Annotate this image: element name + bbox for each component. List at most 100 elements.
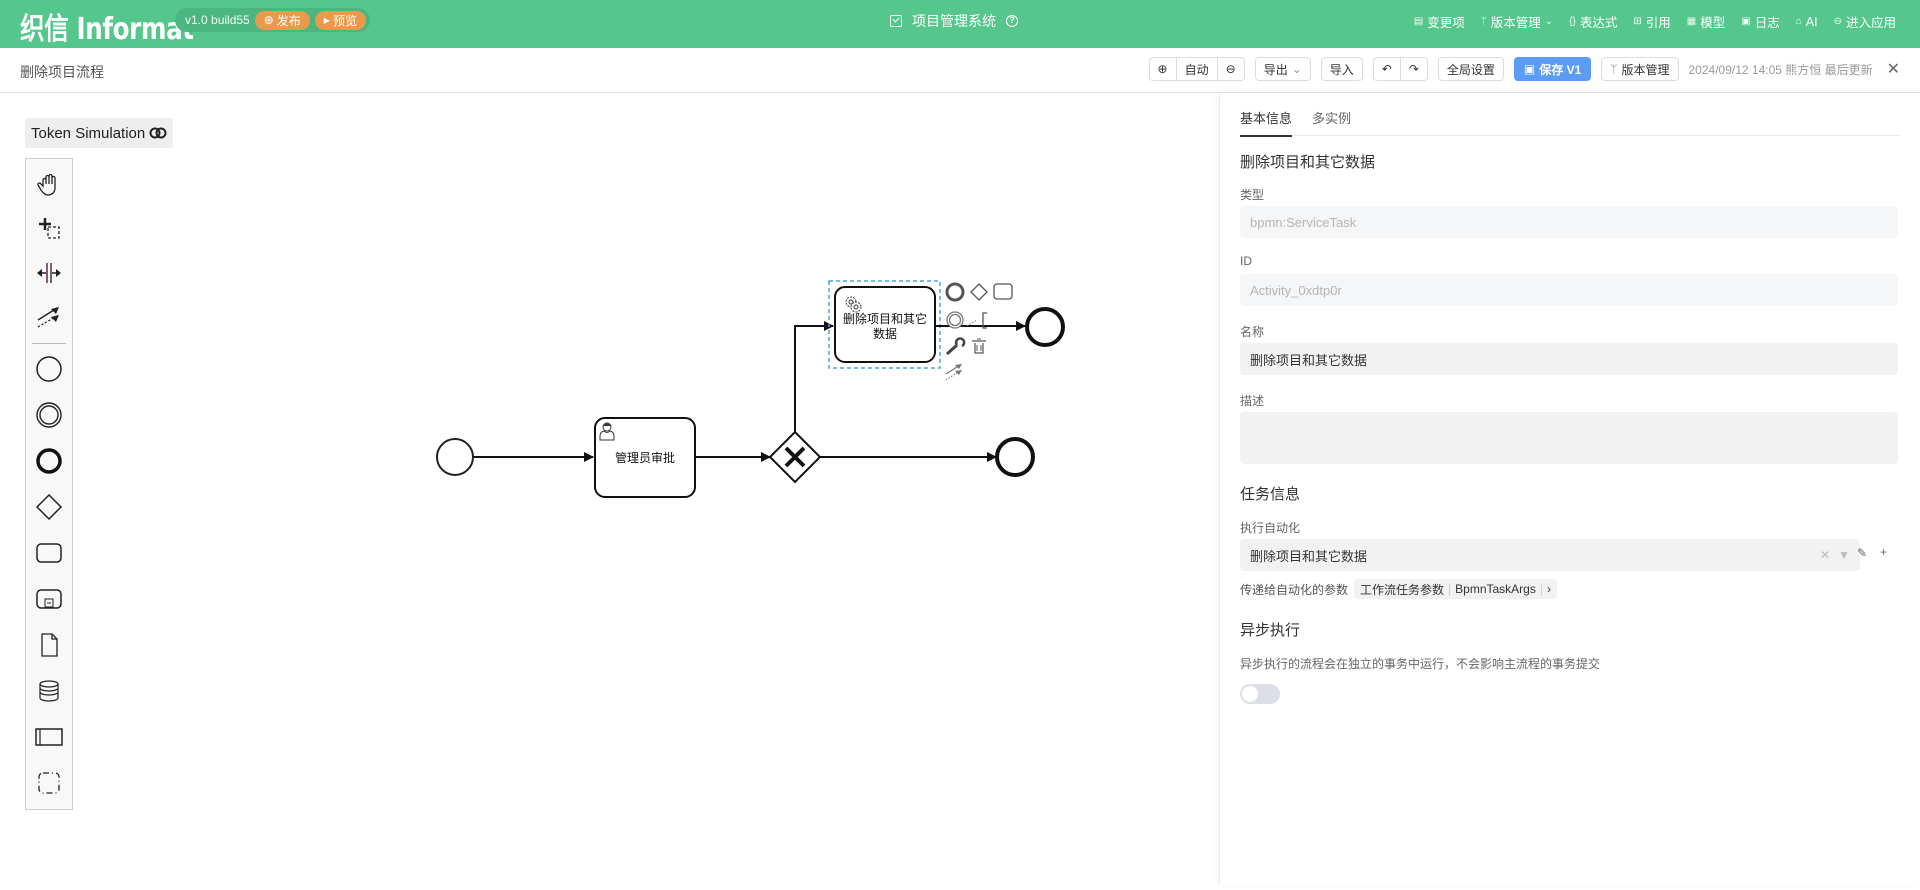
id-label: ID bbox=[1240, 254, 1252, 268]
menu-changes[interactable]: ▤变更项 bbox=[1414, 12, 1465, 31]
create-data-store[interactable] bbox=[26, 673, 72, 709]
export-button[interactable]: 导出 ⌄ bbox=[1254, 57, 1311, 81]
create-gateway[interactable] bbox=[26, 489, 72, 525]
task-icon bbox=[36, 543, 62, 563]
create-intermediate-event[interactable] bbox=[26, 397, 72, 433]
automation-select[interactable]: 删除项目和其它数据 ✕▼ bbox=[1240, 539, 1860, 571]
connect-button[interactable] bbox=[945, 364, 962, 381]
edit-automation-button[interactable]: ✎ bbox=[1857, 546, 1867, 560]
menu-expression[interactable]: {}表达式 bbox=[1569, 12, 1617, 31]
preview-button[interactable]: ▶ 预览 bbox=[314, 10, 366, 30]
menu-label: 引用 bbox=[1645, 16, 1671, 30]
global-connect-tool[interactable] bbox=[26, 299, 72, 335]
user-task-approval[interactable]: 管理员审批 bbox=[594, 417, 696, 498]
import-button[interactable]: 导入 bbox=[1320, 57, 1363, 81]
zoom-in-button[interactable]: ⊕ bbox=[1150, 58, 1177, 80]
start-event[interactable] bbox=[436, 438, 474, 476]
publish-button[interactable]: ⊕ 发布 bbox=[254, 10, 310, 30]
divider: | bbox=[1539, 582, 1543, 596]
approval-task-label: 管理员审批 bbox=[615, 450, 675, 465]
system-title[interactable]: 项目管理系统 ? bbox=[890, 11, 1018, 31]
pencil-icon: ✎ bbox=[1857, 546, 1868, 560]
hand-tool[interactable] bbox=[26, 167, 72, 203]
async-toggle[interactable] bbox=[1240, 684, 1280, 704]
service-task-label-line2: 数据 bbox=[873, 326, 897, 341]
menu-label: AI bbox=[1805, 14, 1818, 29]
context-pad bbox=[945, 282, 1013, 381]
change-type-button[interactable] bbox=[945, 337, 966, 356]
create-participant[interactable] bbox=[26, 719, 72, 755]
save-button[interactable]: ▣ 保存 V1 bbox=[1513, 57, 1592, 81]
automation-params-row: 传递给自动化的参数 工作流任务参数 | BpmnTaskArgs | › bbox=[1240, 579, 1557, 599]
palette-separator bbox=[32, 343, 66, 344]
menu-ai[interactable]: ⌂AI bbox=[1796, 12, 1818, 31]
create-subprocess[interactable] bbox=[26, 581, 72, 617]
export-label: 导出 bbox=[1263, 62, 1288, 77]
clear-icon[interactable]: ✕ bbox=[1820, 548, 1831, 562]
token-simulation-toggle[interactable]: Token Simulation bbox=[25, 118, 174, 148]
lasso-tool[interactable] bbox=[26, 211, 72, 247]
participant-icon bbox=[35, 728, 63, 746]
version-pill: v1.0 build55 ⊕ 发布 ▶ 预览 bbox=[175, 8, 370, 32]
menu-label: 变更项 bbox=[1427, 16, 1465, 30]
caret-down-icon[interactable]: ▼ bbox=[1838, 548, 1850, 562]
help-icon[interactable]: ? bbox=[1006, 15, 1018, 27]
params-chip[interactable]: 工作流任务参数 | BpmnTaskArgs | › bbox=[1354, 579, 1557, 599]
end-event-icon bbox=[36, 448, 62, 474]
tab-basic-info[interactable]: 基本信息 bbox=[1240, 106, 1293, 137]
menu-enter-app[interactable]: ⊖进入应用 bbox=[1834, 12, 1896, 31]
append-task[interactable] bbox=[993, 283, 1013, 300]
menu-reference[interactable]: ⊞引用 bbox=[1633, 12, 1670, 31]
end-event[interactable] bbox=[995, 437, 1035, 477]
panel-tabs: 基本信息 多实例 bbox=[1240, 106, 1900, 137]
space-tool[interactable] bbox=[26, 255, 72, 291]
connect-tool-icon bbox=[37, 307, 59, 328]
type-label: 类型 bbox=[1240, 188, 1265, 202]
create-task[interactable] bbox=[26, 535, 72, 571]
params-label: 传递给自动化的参数 bbox=[1240, 582, 1349, 597]
menu-label: 表达式 bbox=[1579, 16, 1618, 30]
undo-button[interactable]: ↶ bbox=[1374, 58, 1401, 80]
name-input[interactable]: 删除项目和其它数据 bbox=[1240, 343, 1898, 375]
branch-icon: ᛘ bbox=[1610, 62, 1618, 76]
create-end-event[interactable] bbox=[26, 443, 72, 479]
subprocess-icon bbox=[36, 589, 62, 609]
redo-icon: ↷ bbox=[1408, 62, 1419, 76]
ai-icon: ⌂ bbox=[1795, 16, 1802, 27]
system-title-text: 项目管理系统 bbox=[912, 13, 996, 29]
create-group[interactable] bbox=[26, 765, 72, 801]
id-field: Activity_0xdtp0r bbox=[1240, 274, 1898, 306]
params-chip-name: 工作流任务参数 bbox=[1360, 582, 1445, 597]
global-settings-button[interactable]: 全局设置 bbox=[1437, 57, 1504, 81]
enter-icon: ⊖ bbox=[1833, 16, 1842, 27]
create-data-object[interactable] bbox=[26, 627, 72, 663]
app-logo[interactable]: 织信 Informat bbox=[20, 12, 194, 47]
zoom-auto-button[interactable]: 自动 bbox=[1177, 58, 1218, 80]
service-task-delete[interactable]: 删除项目和其它 数据 bbox=[834, 286, 936, 363]
last-update-text: 2024/09/12 14:05 熊方恒 最后更新 bbox=[1688, 62, 1873, 77]
menu-log[interactable]: ▣日志 bbox=[1741, 12, 1779, 31]
preview-label: 预览 bbox=[332, 13, 357, 28]
add-automation-button[interactable]: + bbox=[1880, 545, 1887, 559]
version-management-button[interactable]: ᛘ 版本管理 bbox=[1601, 57, 1679, 81]
delete-button[interactable] bbox=[972, 338, 986, 354]
close-icon[interactable]: ✕ bbox=[1886, 61, 1900, 78]
id-value: Activity_0xdtp0r bbox=[1250, 282, 1342, 298]
append-intermediate-event[interactable] bbox=[946, 311, 964, 329]
append-gateway[interactable] bbox=[970, 283, 988, 301]
append-end-event[interactable] bbox=[945, 282, 965, 302]
menu-model[interactable]: ▦模型 bbox=[1687, 12, 1725, 31]
description-textarea[interactable] bbox=[1240, 412, 1898, 464]
create-start-event[interactable] bbox=[26, 351, 72, 387]
sequence-flow[interactable] bbox=[794, 321, 834, 432]
redo-button[interactable]: ↷ bbox=[1401, 58, 1427, 80]
exclusive-gateway[interactable] bbox=[768, 430, 822, 484]
zoom-out-button[interactable]: ⊖ bbox=[1218, 58, 1244, 80]
tab-multi-instance[interactable]: 多实例 bbox=[1312, 111, 1352, 126]
append-text-annotation[interactable] bbox=[966, 312, 987, 329]
chevron-right-icon: › bbox=[1546, 582, 1551, 596]
bpmn-canvas[interactable]: Token Simulation bbox=[0, 94, 1218, 890]
lasso-tool-icon bbox=[39, 218, 60, 239]
end-event[interactable] bbox=[1025, 307, 1065, 347]
